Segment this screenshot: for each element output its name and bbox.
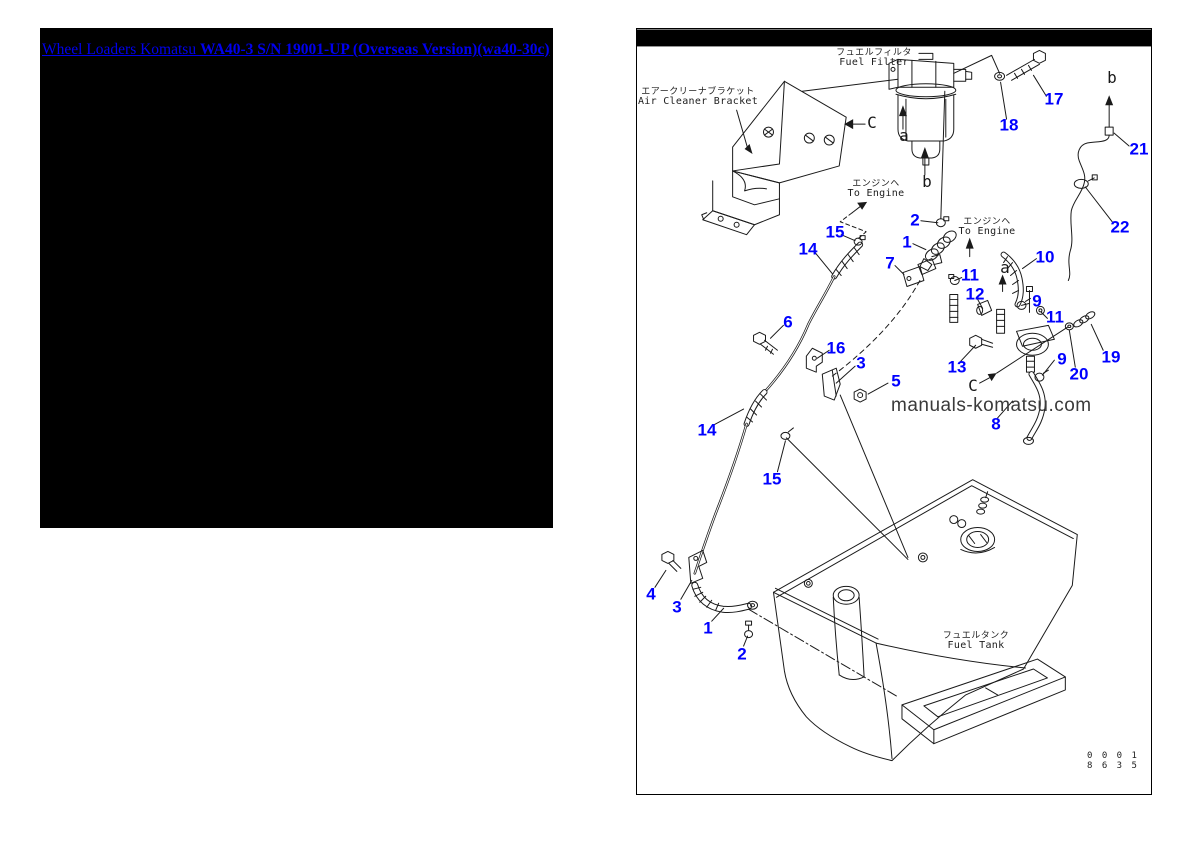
diagram-title-bar <box>637 29 1151 47</box>
callout-9: 9 <box>1057 349 1067 369</box>
view-marker-C: C <box>968 376 978 395</box>
callout-13: 13 <box>947 357 967 377</box>
callout-3: 3 <box>672 597 682 617</box>
callout-2: 2 <box>737 644 747 664</box>
callout-21: 21 <box>1129 139 1149 159</box>
callout-leaders <box>654 74 1130 647</box>
air-cleaner-bracket-drawing <box>701 80 847 236</box>
to-engine-label-en: To Engine <box>847 188 905 200</box>
callout-5: 5 <box>891 371 901 391</box>
callout-20: 20 <box>1069 364 1089 384</box>
callout-1: 1 <box>703 618 713 638</box>
parts-diagram: フュエルフィルタ Fuel Filter エアークリーナブラケット Air Cl… <box>636 28 1152 795</box>
fuel-tank-label-en: Fuel Tank <box>947 640 1005 652</box>
drain-hose-21-22-drawing <box>1067 95 1114 282</box>
to-engine-label-ja: エンジンヘ <box>963 217 1011 227</box>
callout-7: 7 <box>885 253 895 273</box>
catalog-link-regular: Wheel Loaders Komatsu <box>42 41 200 58</box>
callout-14: 14 <box>798 239 818 259</box>
air-cleaner-bracket-label: エアークリーナブラケット Air Cleaner Bracket <box>637 87 759 108</box>
catalog-image-panel: Wheel Loaders Komatsu WA40-3 S/N 19001-U… <box>40 28 553 528</box>
callout-15: 15 <box>825 222 845 242</box>
view-marker-C: C <box>867 113 877 132</box>
callout-11: 11 <box>961 265 979 285</box>
callout-12: 12 <box>965 284 985 304</box>
to-engine-label-1: エンジンヘ To Engine <box>845 179 907 200</box>
callout-18: 18 <box>999 115 1019 135</box>
callout-16: 16 <box>826 338 846 358</box>
mounting-bolt-17-18-drawing <box>994 49 1046 81</box>
catalog-link-bold: WA40-3 S/N 19001-UP (Overseas Version)(w… <box>199 41 550 58</box>
watermark: manuals-komatsu.com <box>891 395 1092 416</box>
fuel-filter-label-en: Fuel Filter <box>839 57 909 69</box>
callout-1: 1 <box>902 232 912 252</box>
callout-14: 14 <box>697 420 717 440</box>
view-marker-a: a <box>1000 258 1010 277</box>
fuel-tank-label: フュエルタンク Fuel Tank <box>942 631 1010 652</box>
view-marker-b: b <box>922 172 932 191</box>
air-cleaner-bracket-label-ja: エアークリーナブラケット <box>641 87 755 97</box>
filter-outlet-assembly-drawing <box>831 216 957 377</box>
fuel-filter-label: フュエルフィルタ Fuel Filter <box>834 48 914 69</box>
diagram-line-art <box>637 29 1151 762</box>
callout-11: 11 <box>1046 307 1064 327</box>
clamp-bracket-assembly-drawing <box>753 331 867 403</box>
to-engine-label-en: To Engine <box>958 226 1016 238</box>
callout-19: 19 <box>1101 347 1121 367</box>
fuel-tank-drawing <box>772 479 1078 762</box>
drawing-number: 0 0 0 1 8 6 3 5 <box>1087 751 1139 771</box>
callout-2: 2 <box>910 210 920 230</box>
callout-22: 22 <box>1110 217 1130 237</box>
fuel-hose-14-15-drawing <box>693 235 866 575</box>
callout-8: 8 <box>991 414 1001 434</box>
fuel-valve-assembly-drawing <box>948 251 1096 445</box>
tank-outlet-assembly-drawing <box>661 549 899 698</box>
to-engine-label-2: エンジンヘ To Engine <box>957 217 1017 238</box>
callout-15: 15 <box>762 469 782 489</box>
fuel-tank-label-ja: フュエルタンク <box>942 631 1010 641</box>
callout-9: 9 <box>1032 291 1042 311</box>
callout-10: 10 <box>1035 247 1055 267</box>
callout-4: 4 <box>646 584 656 604</box>
callout-17: 17 <box>1044 89 1064 109</box>
callout-3: 3 <box>856 353 866 373</box>
fuel-filter-drawing <box>801 52 1001 220</box>
fuel-filter-label-ja: フュエルフィルタ <box>836 48 912 58</box>
view-marker-b: b <box>1107 68 1117 87</box>
catalog-link[interactable]: Wheel Loaders Komatsu WA40-3 S/N 19001-U… <box>42 41 550 59</box>
reference-line <box>785 437 909 560</box>
callout-6: 6 <box>783 312 793 332</box>
to-engine-label-ja: エンジンヘ <box>852 179 900 189</box>
air-cleaner-bracket-label-en: Air Cleaner Bracket <box>637 96 759 108</box>
reference-line <box>839 394 909 558</box>
view-marker-a: a <box>899 126 909 145</box>
